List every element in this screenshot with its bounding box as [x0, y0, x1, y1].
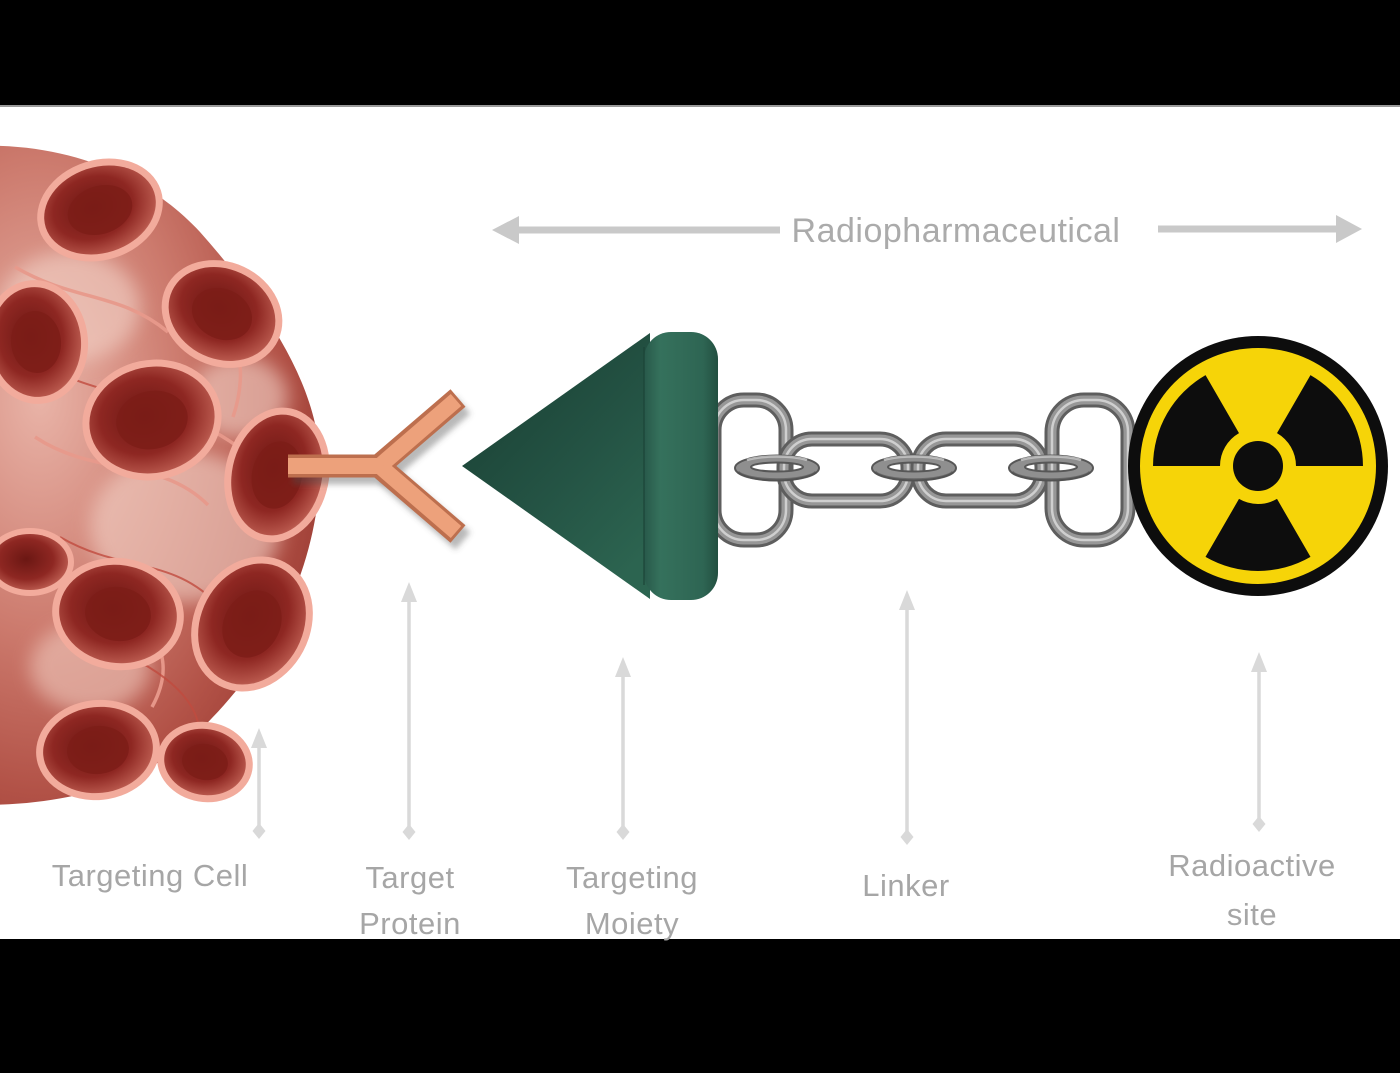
targeting-moiety-label-line1: Targeting [565, 860, 699, 895]
antibody-receptor-icon [288, 389, 471, 550]
radioactive-site-label-line2: site [1226, 897, 1278, 932]
targeting-moiety-label-line2: Moiety [584, 906, 680, 941]
pointer-arrows [251, 582, 1267, 845]
diagram-canvas: Radiopharmaceutical Targeting Cell Targe… [0, 105, 1400, 941]
target-protein-label: Target Protein [359, 855, 461, 947]
chain-link [776, 431, 916, 509]
chain-icon [706, 392, 1136, 548]
pointer-arrow-target-protein [401, 582, 417, 840]
radiopharmaceutical-label: Radiopharmaceutical [791, 212, 1121, 250]
linker-label: Linker [862, 868, 950, 903]
pointer-arrow-radioactive-site [1251, 652, 1267, 832]
triangle-moiety-icon [462, 332, 718, 600]
targeting-cell-label: Targeting Cell [51, 858, 249, 893]
pointer-arrow-targeting-cell [251, 728, 267, 839]
target-protein-label-line1: Target [365, 860, 455, 895]
tumor-cell-image [0, 145, 330, 805]
radiopharmaceutical-span-arrow-left [492, 216, 780, 244]
targeting-moiety-label: Targeting Moiety [566, 855, 698, 947]
pointer-arrow-targeting-moiety [615, 657, 631, 840]
pointer-arrow-linker [899, 590, 915, 845]
target-protein-label-line2: Protein [359, 906, 461, 941]
radioactive-site-label-line1: Radioactive [1168, 848, 1336, 883]
radiation-trefoil-icon [1128, 336, 1388, 596]
radiopharmaceutical-span-arrow-right [1158, 215, 1362, 243]
radioactive-site-label: Radioactive site [1168, 841, 1335, 939]
chain-link [910, 431, 1050, 509]
diagram-graphics [0, 145, 1388, 845]
cell-bumps [0, 158, 330, 803]
chain-link [1044, 392, 1136, 548]
chain-link-flat [734, 454, 1095, 482]
